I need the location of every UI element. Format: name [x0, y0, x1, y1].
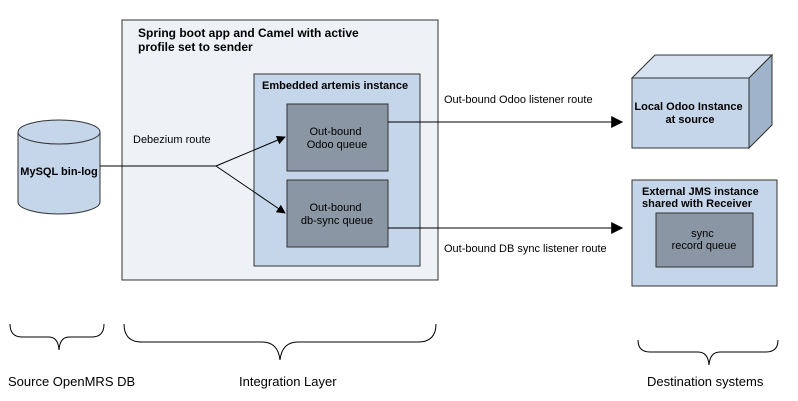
integration-title-line-1: Spring boot app and Camel with active	[138, 26, 359, 40]
dbsync-queue-line-1: Out-bound	[309, 202, 361, 214]
svg-text:Out-bound Odoo queue: Out-bound Odoo queue	[307, 126, 368, 151]
svg-text:sync record queue: sync record queue	[672, 228, 737, 252]
odoo-queue-line-1: Out-bound	[309, 126, 361, 138]
svg-text:External JMS instance sh: External JMS instance shared with Receiv…	[642, 186, 762, 210]
debezium-route-label: Debezium route	[133, 134, 211, 146]
dbsync-queue: Out-bound db-sync queue	[286, 179, 389, 248]
destination-brace	[637, 339, 779, 366]
mysql-database: MySQL bin-log	[17, 119, 101, 215]
jms-title-line-2: shared with Receiver	[642, 198, 753, 210]
svg-text:Spring boot app and Camel with: Spring boot app and Camel with active pr…	[138, 26, 362, 54]
section-label-source: Source OpenMRS DB	[8, 374, 135, 389]
debezium-route: Debezium route	[100, 134, 286, 214]
odoo-listener-route: Out-bound Odoo listener route	[388, 94, 624, 128]
external-jms-instance: External JMS instance shared with Receiv…	[631, 179, 778, 287]
sync-queue-line-2: record queue	[672, 240, 737, 252]
local-odoo-instance: Local Odoo Instance at source	[630, 53, 774, 150]
section-label-destination: Destination systems	[647, 374, 764, 389]
jms-title-line-1: External JMS instance	[642, 186, 759, 198]
sync-queue-line-1: sync	[691, 228, 714, 240]
svg-text:Local Odoo Instance at s: Local Odoo Instance at source	[634, 101, 745, 126]
dbsync-listener-route: Out-bound DB sync listener route	[388, 222, 624, 255]
dbsync-route-label: Out-bound DB sync listener route	[444, 243, 607, 255]
dbsync-queue-line-2: db-sync queue	[301, 215, 373, 227]
source-brace	[9, 323, 105, 351]
svg-text:Out-bound db-sync queue: Out-bound db-sync queue	[301, 202, 373, 227]
integration-brace	[123, 323, 437, 361]
sync-record-queue: sync record queue	[655, 212, 754, 268]
odoo-queue: Out-bound Odoo queue	[286, 103, 389, 172]
section-label-integration: Integration Layer	[239, 374, 337, 389]
local-odoo-line-2: at source	[666, 114, 715, 126]
local-odoo-line-1: Local Odoo Instance	[634, 101, 742, 113]
mysql-label: MySQL bin-log	[20, 166, 97, 178]
integration-title-line-2: profile set to sender	[138, 40, 253, 54]
artemis-title: Embedded artemis instance	[262, 80, 408, 92]
odoo-route-label: Out-bound Odoo listener route	[444, 94, 593, 106]
odoo-queue-line-2: Odoo queue	[307, 139, 368, 151]
